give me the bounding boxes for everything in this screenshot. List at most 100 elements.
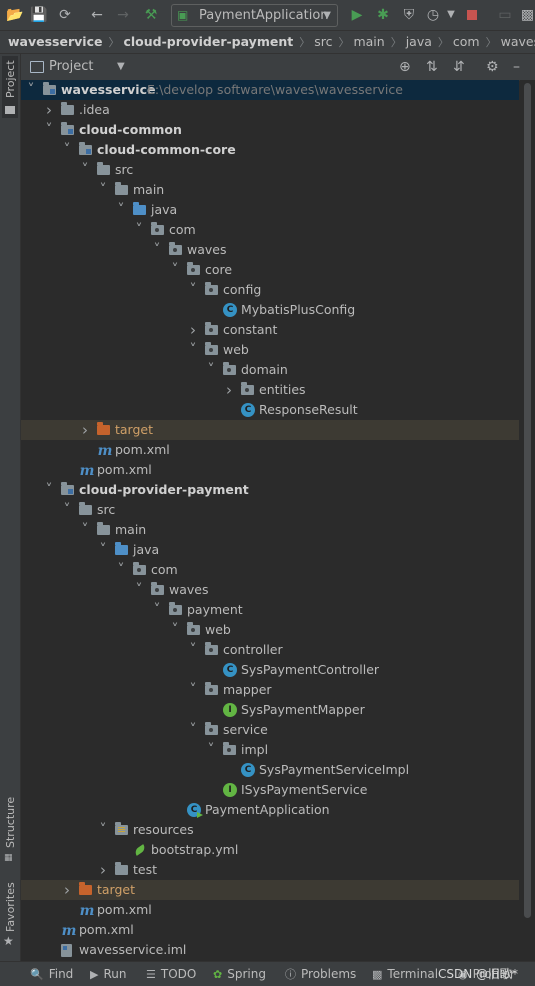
tree-row[interactable]: ›.idea [21, 100, 519, 120]
chevron-down-icon[interactable]: ˅ [135, 222, 143, 238]
chevron-down-icon[interactable]: ˅ [63, 142, 71, 158]
chevron-down-icon[interactable]: ˅ [45, 122, 53, 138]
build-hammer-icon[interactable]: ⚒ [144, 7, 158, 23]
tree-row[interactable]: ›target [21, 420, 519, 440]
tree-row[interactable]: ˅core [21, 260, 519, 280]
tree-row[interactable]: wavesservice.iml [21, 940, 519, 960]
bottom-tab-profiler[interactable]: ◉Profiler [458, 962, 515, 986]
open-folder-icon[interactable]: 📂 [6, 7, 24, 23]
chevron-down-icon[interactable]: ˅ [81, 522, 89, 538]
chevron-down-icon[interactable]: ˅ [189, 642, 197, 658]
breadcrumb-item[interactable]: main [353, 34, 385, 49]
chevron-down-icon[interactable]: ˅ [117, 562, 125, 578]
collapse-all-icon[interactable]: ⇵ [453, 59, 465, 75]
breadcrumb-item[interactable]: src [314, 34, 333, 49]
locate-icon[interactable]: ⊕ [399, 59, 411, 75]
chevron-right-icon[interactable]: › [190, 321, 196, 339]
tab-project[interactable]: Project [2, 56, 18, 118]
chevron-down-icon[interactable]: ˅ [207, 362, 215, 378]
more-icon[interactable]: ▼ [447, 9, 455, 20]
tree-row[interactable]: ˅service [21, 720, 519, 740]
tree-row[interactable]: ›target [21, 880, 519, 900]
hide-icon[interactable]: – [513, 59, 520, 75]
chevron-down-icon[interactable]: ˅ [189, 682, 197, 698]
panel-title[interactable]: Project [49, 59, 94, 74]
tree-row[interactable]: ˅domain [21, 360, 519, 380]
breadcrumb-item[interactable]: waves [500, 34, 535, 49]
bottom-tab-run[interactable]: ▶Run [90, 962, 126, 986]
tree-row[interactable]: ˅config [21, 280, 519, 300]
chevron-down-icon[interactable]: ˅ [99, 542, 107, 558]
expand-all-icon[interactable]: ⇅ [426, 59, 438, 75]
breadcrumb-item[interactable]: java [405, 34, 432, 49]
chevron-right-icon[interactable]: › [100, 861, 106, 879]
chevron-right-icon[interactable]: › [64, 881, 70, 899]
save-icon[interactable]: 💾 [30, 7, 48, 23]
breadcrumb-item[interactable]: com [452, 34, 480, 49]
tree-row[interactable]: ˅com [21, 220, 519, 240]
tree-row[interactable]: ˅cloud-provider-payment [21, 480, 519, 500]
breadcrumb-item[interactable]: cloud-provider-payment [123, 34, 294, 49]
tree-row[interactable]: ˅main [21, 520, 519, 540]
tree-row[interactable]: ˅com [21, 560, 519, 580]
tree-row[interactable]: ˅java [21, 200, 519, 220]
bottom-tab-todo[interactable]: ☰TODO [146, 962, 196, 986]
tree-row[interactable]: ˅web [21, 620, 519, 640]
back-arrow-icon[interactable]: ← [91, 7, 103, 23]
scrollbar-thumb[interactable] [524, 83, 531, 918]
tree-row[interactable]: ˅resources [21, 820, 519, 840]
tree-row[interactable]: ›entities [21, 380, 519, 400]
tree-row[interactable]: ˅cloud-common [21, 120, 519, 140]
profile-icon[interactable]: ◷ [426, 7, 440, 23]
bottom-tab-terminal[interactable]: ▩Terminal [372, 962, 438, 986]
chevron-down-icon[interactable]: ˅ [45, 482, 53, 498]
chevron-down-icon[interactable]: ˅ [117, 202, 125, 218]
gear-icon[interactable]: ⚙ [486, 59, 499, 75]
tree-row[interactable]: ›test [21, 860, 519, 880]
tree-row[interactable]: ˅controller [21, 640, 519, 660]
bottom-tab-spring[interactable]: ✿Spring [213, 962, 266, 986]
chevron-down-icon[interactable]: ˅ [99, 822, 107, 838]
forward-arrow-icon[interactable]: → [117, 7, 129, 23]
chevron-right-icon[interactable]: › [46, 101, 52, 119]
device-icon[interactable]: ▭ [498, 7, 512, 23]
tree-row[interactable]: ˅src [21, 500, 519, 520]
chevron-down-icon[interactable]: ˅ [153, 242, 161, 258]
sync-icon[interactable]: ⟳ [59, 7, 71, 23]
chevron-down-icon[interactable]: ˅ [189, 282, 197, 298]
chevron-down-icon[interactable]: ˅ [207, 742, 215, 758]
tree-row[interactable]: ˅main [21, 180, 519, 200]
run-configuration-selector[interactable]: ▣ PaymentApplication ▼ [171, 4, 338, 27]
bottom-tab-find[interactable]: 🔍Find [30, 962, 73, 986]
coverage-icon[interactable]: ⛨ [403, 7, 415, 23]
chevron-down-icon[interactable]: ˅ [189, 722, 197, 738]
chevron-down-icon[interactable]: ˅ [81, 162, 89, 178]
debug-icon[interactable]: ✱ [377, 7, 389, 23]
chevron-down-icon[interactable]: ˅ [171, 262, 179, 278]
chevron-down-icon[interactable]: ˅ [27, 82, 35, 98]
tree-row[interactable]: ˅waves [21, 580, 519, 600]
tree-scrollbar[interactable] [520, 80, 535, 960]
breadcrumb-item[interactable]: wavesservice [8, 34, 103, 49]
chevron-down-icon[interactable]: ˅ [99, 182, 107, 198]
chevron-down-icon[interactable]: ˅ [153, 602, 161, 618]
tree-row[interactable]: ˅web [21, 340, 519, 360]
tree-row[interactable]: ˅cloud-common-core [21, 140, 519, 160]
run-icon[interactable]: ▶ [351, 7, 363, 23]
chevron-down-icon[interactable]: ▼ [117, 61, 125, 72]
tree-row[interactable]: ˅java [21, 540, 519, 560]
chevron-down-icon[interactable]: ˅ [135, 582, 143, 598]
tree-row[interactable]: ˅src [21, 160, 519, 180]
tree-row[interactable]: ˅payment [21, 600, 519, 620]
